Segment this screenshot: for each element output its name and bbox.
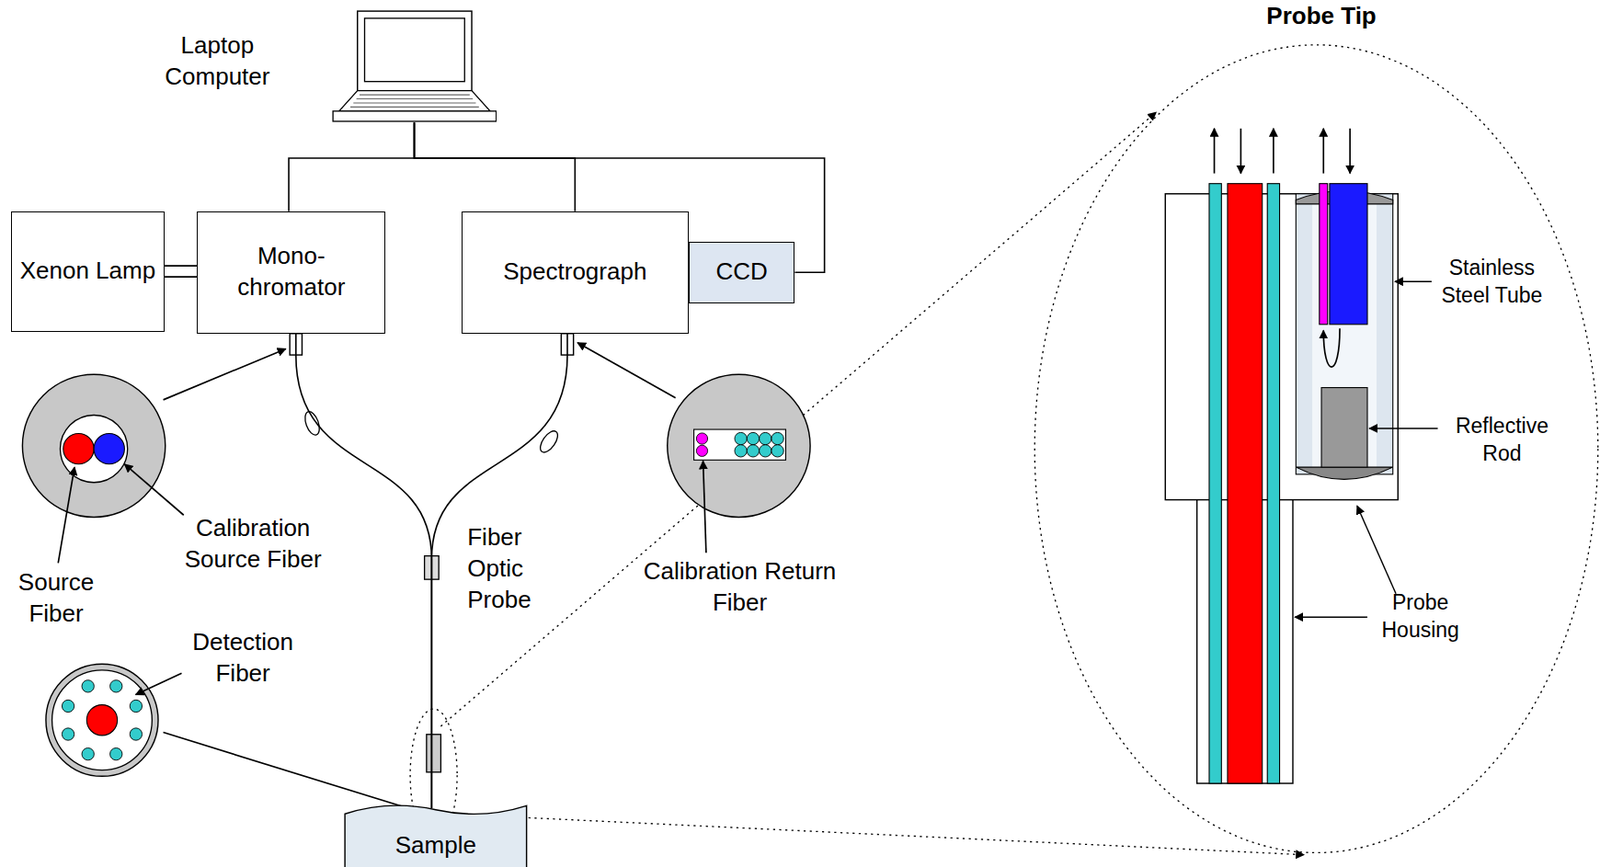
leader-arrow [124,464,183,515]
detection-fiber [1267,183,1280,784]
flow-arrow [1240,128,1243,174]
fiber-cross-section [45,663,159,777]
calibration-source-fiber [93,434,125,465]
node-text: CCD [716,256,768,288]
detection-fiber [1209,183,1222,784]
node-text: Xenon Lamp [20,255,156,287]
source-fiber [1227,183,1263,784]
calibration-return-fiber [696,433,708,445]
reflective-rod [1321,388,1368,469]
fiber-label: Calibration Return Fiber [642,556,837,619]
laptop-drawing [331,10,498,123]
part-label: Probe Housing [1364,589,1477,645]
pointer-arrow [577,342,676,399]
fiber-loop [302,410,323,438]
probe-label: Fiber Optic Probe [467,522,549,616]
fiber-label: Detection Fiber [171,627,314,690]
computer-label: Laptop Computer [150,30,284,93]
cable [414,122,576,212]
detection-fibers [734,432,784,458]
source-fiber [63,434,94,465]
tube-cap [1295,467,1393,480]
flow-arrow [1322,128,1325,174]
node-label: Xenon Lamp [20,255,156,287]
instrument-box: Spectrograph [461,211,689,334]
zoom-circle [1034,45,1599,854]
fiber-bundle [59,415,127,483]
fiber-cross-section [667,374,811,517]
leader-arrow [703,460,707,553]
node-label: Mono- chromator [225,240,358,304]
leader-arrow [1394,280,1432,282]
lamp-box: Xenon Lamp [11,211,164,332]
sample-block: Sample [343,793,528,867]
fiber-bundle [52,670,153,771]
flow-arrow [1272,128,1275,174]
pointer-arrow [163,732,427,815]
fiber-cross-section [22,374,165,517]
node-text: Mono- chromator [225,240,358,304]
leader-arrow [57,467,75,563]
optical-fiber [431,333,568,809]
leader-arrow [1369,427,1438,429]
flow-arrow [1213,128,1216,174]
fiber-label: Source Fiber [5,567,108,630]
laptop-icon: Laptop Computer [331,10,498,123]
zoom-line [448,813,1304,855]
node-label: Spectrograph [502,256,647,288]
part-label: Stainless Steel Tube [1430,254,1554,310]
calibration-return-fiber [696,445,708,457]
node-text: Sample [395,830,477,862]
leader-arrow [1294,616,1368,618]
cable [164,265,198,277]
light-path-arrow [1323,328,1340,367]
zoom-line [440,112,1156,727]
pointer-arrow [163,348,286,400]
calibration-source-fiber [1329,183,1368,325]
node-text: Spectrograph [502,256,647,288]
instrument-box: Mono- chromator [196,211,386,334]
leader-arrow [1357,505,1396,594]
part-label: Reflective Rod [1440,412,1564,469]
calibration-return-fiber [1319,183,1328,325]
cable [288,122,414,212]
inset-title: Probe Tip [1209,0,1434,33]
node-label: Sample [395,830,477,862]
flow-arrow [1348,128,1351,174]
detection-fibers [61,680,142,761]
fiber-row [694,429,787,460]
source-fiber [86,705,117,736]
fiber-loop [537,428,561,456]
leader-arrow [136,673,183,695]
detector-box: CCD [688,241,795,304]
fiber-label: Calibration Source Fiber [156,513,351,576]
node-label: CCD [716,256,768,288]
probe-body [426,734,442,773]
